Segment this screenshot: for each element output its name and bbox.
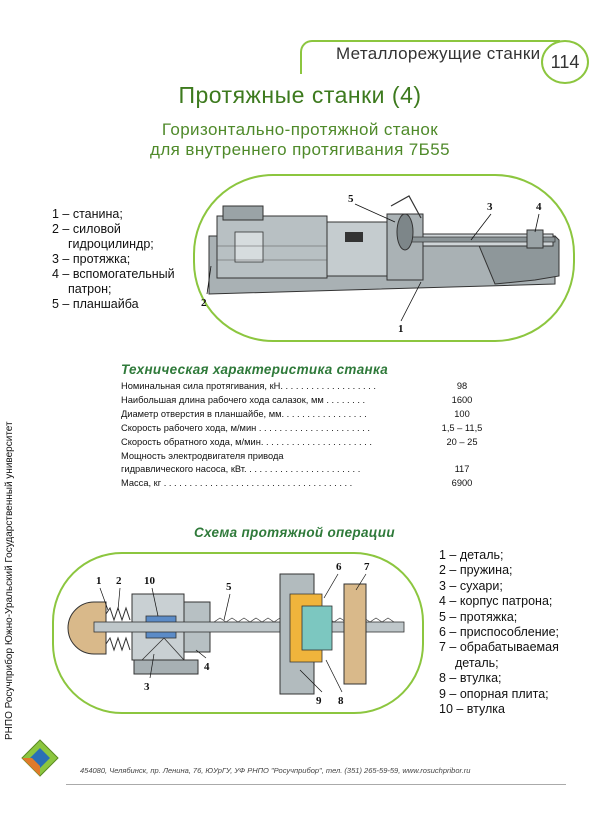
auxiliary-chuck bbox=[526, 229, 544, 249]
nameplate bbox=[345, 232, 363, 242]
spec-label: Мощность электродвигателя привода bbox=[121, 451, 284, 461]
section-title: Металлорежущие станки bbox=[336, 44, 541, 63]
spec-value: 1,5 – 11,5 bbox=[441, 423, 483, 433]
spec-value: 6900 bbox=[451, 478, 473, 488]
scheme-label: 8 bbox=[338, 695, 344, 707]
scheme-label: 9 bbox=[316, 695, 322, 707]
spec-label: Наибольшая длина рабочего хода салазок, … bbox=[121, 395, 366, 405]
control-panel bbox=[234, 231, 264, 263]
header-frame bbox=[300, 40, 560, 74]
subtitle-line-2: для внутреннего протягивания 7Б55 bbox=[150, 140, 450, 159]
faceplate bbox=[396, 213, 414, 251]
scheme-legend: 1 – деталь; 2 – пружина; 3 – сухари; 4 –… bbox=[439, 548, 559, 717]
scheme-label: 2 bbox=[116, 575, 122, 587]
legend-item: патрон; bbox=[68, 282, 112, 296]
machine-label: 5 bbox=[348, 193, 354, 205]
subtitle-line-1: Горизонтально-протяжной станок bbox=[161, 120, 439, 139]
spec-label: Скорость рабочего хода, м/мин . . . . . … bbox=[121, 423, 370, 433]
spec-value: 117 bbox=[454, 464, 470, 474]
spec-label: Номинальная сила протягивания, кН. . . .… bbox=[121, 381, 376, 391]
specs-title: Техническая характеристика станка bbox=[121, 362, 389, 377]
legend-item: 2 – силовой bbox=[52, 222, 121, 236]
legend-item: 3 – сухари; bbox=[439, 578, 503, 593]
scheme-label: 4 bbox=[204, 661, 210, 673]
scheme-label: 10 bbox=[144, 575, 156, 587]
scheme-frame bbox=[52, 552, 424, 714]
machine-label: 4 bbox=[536, 201, 542, 213]
legend-item: деталь; bbox=[455, 655, 499, 670]
scheme-label: 5 bbox=[226, 581, 232, 593]
publisher-logo bbox=[21, 739, 59, 777]
legend-item: 1 – станина; bbox=[52, 207, 123, 221]
legend-item: 6 – приспособление; bbox=[439, 625, 560, 640]
broaching-scheme-diagram: 1 2 10 5 3 4 6 7 9 8 bbox=[67, 561, 405, 707]
scheme-label: 1 bbox=[96, 575, 102, 587]
workpiece-part bbox=[67, 601, 107, 655]
scheme-label: 3 bbox=[144, 681, 150, 693]
legend-item: 1 – деталь; bbox=[439, 548, 504, 562]
scheme-label: 7 bbox=[364, 561, 370, 573]
broaching-machine-illustration: 5 3 4 1 2 bbox=[201, 193, 560, 335]
spec-label: Масса, кг . . . . . . . . . . . . . . . … bbox=[121, 478, 353, 488]
legend-item: 3 – протяжка; bbox=[52, 252, 131, 266]
spec-value: 98 bbox=[456, 381, 468, 391]
footer-contacts: 454080, Челябинск, пр. Ленина, 76, ЮУрГУ… bbox=[80, 766, 471, 775]
legend-item: 5 – протяжка; bbox=[439, 609, 518, 624]
legend-item: 8 – втулка; bbox=[439, 671, 502, 686]
spec-value: 100 bbox=[454, 409, 470, 419]
spec-value: 20 – 25 bbox=[446, 437, 478, 447]
spec-label: Скорость обратного хода, м/мин. . . . . … bbox=[121, 437, 372, 447]
spec-label: Диаметр отверстия в планшайбе, мм. . . .… bbox=[121, 409, 367, 419]
machine-label: 2 bbox=[201, 297, 207, 309]
page-number: 114 bbox=[541, 40, 589, 84]
chuck-base bbox=[133, 659, 199, 675]
machine-label: 1 bbox=[398, 323, 404, 335]
hydraulic-cylinder-housing bbox=[216, 215, 328, 279]
legend-item: гидроцилиндр; bbox=[68, 237, 154, 251]
broach bbox=[93, 621, 405, 633]
machine-frame bbox=[193, 174, 575, 342]
legend-item: 10 – втулка bbox=[439, 702, 505, 717]
machine-legend: 1 – станина; 2 – силовой гидроцилиндр; 3… bbox=[52, 207, 175, 312]
legend-item: 2 – пружина; bbox=[439, 563, 513, 578]
motor-block bbox=[222, 205, 264, 221]
legend-item: 5 – планшайба bbox=[52, 297, 139, 311]
page-title: Протяжные станки (4) bbox=[178, 82, 422, 108]
scheme-label: 6 bbox=[336, 561, 342, 573]
machine-carriage bbox=[326, 221, 388, 277]
scheme-title: Схема протяжной операции bbox=[194, 525, 395, 540]
workpiece bbox=[343, 583, 367, 685]
legend-item: 4 – вспомогательный bbox=[52, 267, 175, 281]
spec-value: 1600 bbox=[451, 395, 473, 405]
legend-item: 9 – опорная плита; bbox=[439, 686, 549, 701]
side-publisher-text: РНПО Росучприбор Южно-Уральский Государс… bbox=[4, 421, 15, 740]
fixture-insert bbox=[301, 605, 333, 651]
machine-label: 3 bbox=[487, 201, 493, 213]
legend-item: 7 – обрабатываемая bbox=[439, 640, 559, 655]
spec-label: гидравлического насоса, кВт. . . . . . .… bbox=[121, 464, 361, 474]
footer-divider bbox=[66, 784, 566, 785]
legend-item: 4 – корпус патрона; bbox=[439, 594, 553, 609]
